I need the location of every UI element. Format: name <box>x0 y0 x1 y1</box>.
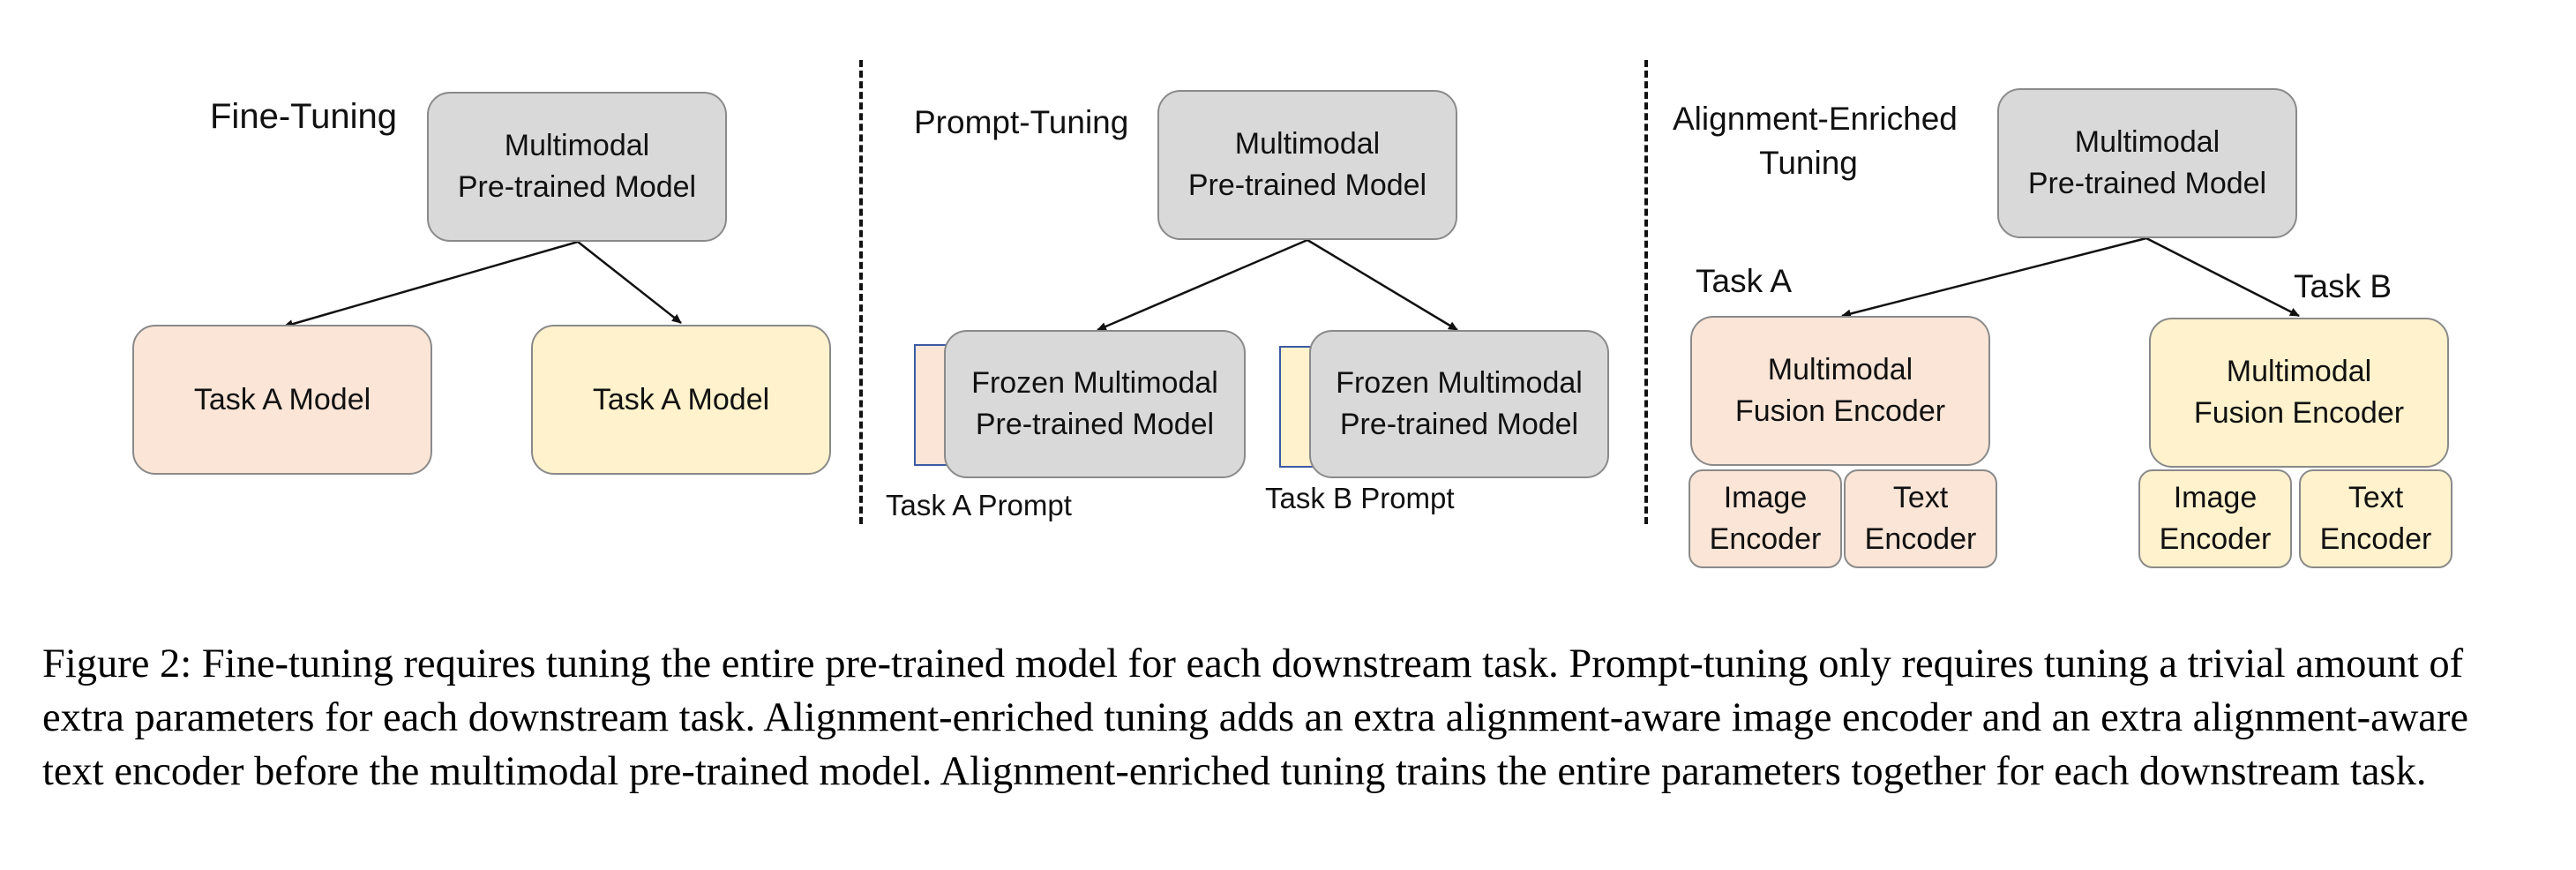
at-text-encoder-box-left: Text Encoder <box>1844 469 1997 568</box>
at-model-line-2: Pre-trained Model <box>2027 167 2267 200</box>
pt-frozen-left-line-1: Frozen Multimodal <box>971 366 1218 400</box>
at-image-right-line-2: Encoder <box>2159 522 2272 556</box>
divider-1 <box>859 60 863 524</box>
at-text-right-line-1: Text <box>2348 481 2404 514</box>
alignment-tuning-title: Alignment-Enriched Tuning <box>1673 97 1958 185</box>
at-image-encoder-box-right: Image Encoder <box>2138 469 2292 568</box>
at-fusion-left-line-2: Fusion Encoder <box>1734 394 1946 428</box>
pt-frozen-right-line-1: Frozen Multimodal <box>1336 366 1583 400</box>
at-image-left-line-1: Image <box>1723 481 1808 514</box>
pt-frozen-right-line-2: Pre-trained Model <box>1339 408 1579 441</box>
task-b-label: Task B <box>2294 268 2393 304</box>
ft-model-line-2: Pre-trained Model <box>457 170 697 204</box>
at-image-right-line-1: Image <box>2173 481 2258 514</box>
pt-frozen-model-box-right: Frozen Multimodal Pre-trained Model <box>1309 330 1609 478</box>
at-fusion-encoder-box-left: Multimodal Fusion Encoder <box>1690 316 1990 466</box>
ft-task-a-model-box-left: Task A Model <box>132 325 432 475</box>
prompt-tuning-title: Prompt-Tuning <box>914 104 1129 140</box>
arrow-pt-left <box>1097 238 1308 332</box>
at-pretrained-model-box: Multimodal Pre-trained Model <box>1997 88 2297 238</box>
at-fusion-right-line-2: Fusion Encoder <box>2193 396 2405 430</box>
at-fusion-encoder-box-right: Multimodal Fusion Encoder <box>2149 318 2449 468</box>
divider-2 <box>1644 60 1648 524</box>
task-a-label: Task A <box>1696 263 1792 299</box>
at-text-right-line-2: Encoder <box>2319 522 2432 556</box>
ft-task-left-label: Task A Model <box>193 382 371 416</box>
pt-frozen-left-line-2: Pre-trained Model <box>975 408 1215 441</box>
at-text-left-line-2: Encoder <box>1864 522 1977 556</box>
arrow-pt-right <box>1307 238 1458 332</box>
ft-task-right-label: Task A Model <box>592 382 770 416</box>
at-fusion-left-line-1: Multimodal <box>1767 353 1913 386</box>
at-text-left-line-1: Text <box>1892 481 1949 514</box>
arrow-at-left <box>1841 236 2147 319</box>
at-text-encoder-box-right: Text Encoder <box>2299 469 2452 568</box>
ft-pretrained-model-box: Multimodal Pre-trained Model <box>427 92 727 242</box>
at-image-left-line-2: Encoder <box>1709 522 1822 556</box>
at-image-encoder-box-left: Image Encoder <box>1689 469 1842 568</box>
fine-tuning-title: Fine-Tuning <box>210 97 397 136</box>
alignment-title-line-2: Tuning <box>1759 145 1858 181</box>
task-b-prompt-label: Task B Prompt <box>1265 482 1455 514</box>
pt-model-line-2: Pre-trained Model <box>1187 169 1427 202</box>
ft-model-line-1: Multimodal <box>504 129 650 162</box>
ft-task-a-model-box-right: Task A Model <box>531 325 831 475</box>
at-model-line-1: Multimodal <box>2074 125 2220 159</box>
arrow-ft-right <box>577 241 682 324</box>
arrow-ft-left <box>283 240 579 329</box>
at-fusion-right-line-1: Multimodal <box>2226 355 2372 388</box>
pt-pretrained-model-box: Multimodal Pre-trained Model <box>1157 90 1457 240</box>
pt-frozen-model-box-left: Frozen Multimodal Pre-trained Model <box>944 330 1246 478</box>
arrow-at-right <box>2145 236 2300 318</box>
task-a-prompt-label: Task A Prompt <box>886 489 1072 521</box>
figure-caption: Figure 2: Fine-tuning requires tuning th… <box>42 641 2469 794</box>
alignment-title-line-1: Alignment-Enriched <box>1673 101 1958 137</box>
pt-model-line-1: Multimodal <box>1234 127 1381 161</box>
